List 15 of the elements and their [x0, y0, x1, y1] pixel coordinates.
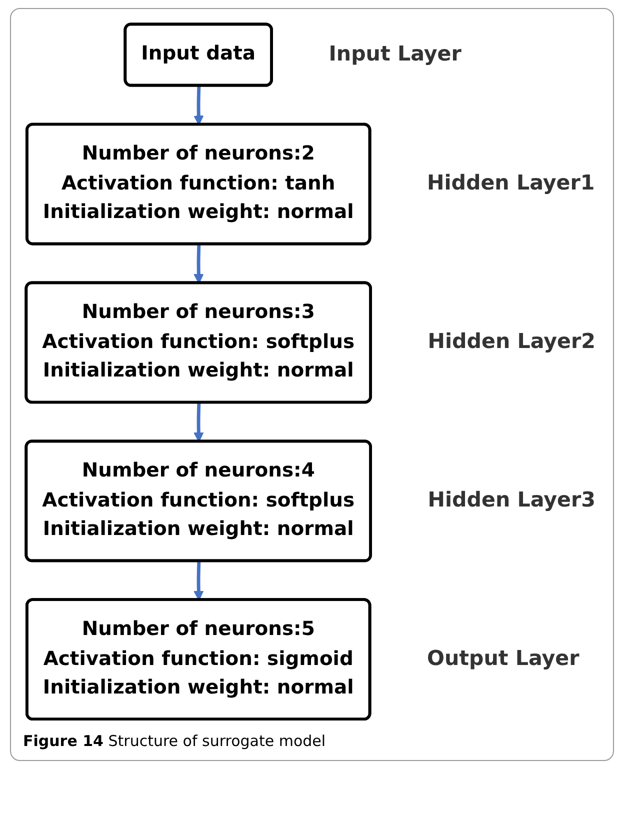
layer-box: Number of neurons:2 Activation function: tanh Initialization weight: normal: [26, 122, 372, 246]
layer-box: Number of neurons:3 Activation function: softplus Initialization weight: normal: [24, 281, 372, 404]
layer-label: Hidden Layer2: [428, 329, 596, 354]
layer-box: Number of neurons:5 Activation function: sigmoid Initialization weight: normal: [26, 598, 372, 721]
layer-label: Input Layer: [328, 41, 462, 66]
layer-label: Hidden Layer1: [427, 170, 595, 195]
figure-caption: Figure 14 Structure of surrogate model: [23, 732, 327, 750]
arrow: [194, 86, 204, 126]
layer-label: Hidden Layer3: [428, 488, 596, 512]
arrow: [194, 561, 204, 601]
arrow: [194, 402, 204, 442]
layer-label: Output Layer: [427, 646, 580, 670]
layer-box: Number of neurons:4 Activation function: softplus Initialization weight: normal: [24, 440, 372, 562]
layer-box: Input data: [124, 22, 273, 87]
arrow: [194, 244, 204, 284]
